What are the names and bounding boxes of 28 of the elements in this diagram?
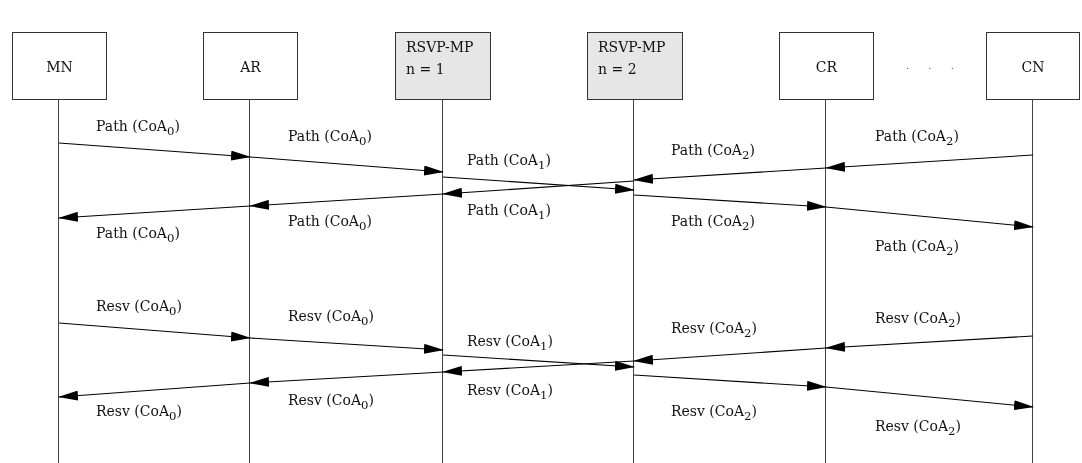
message-arrow bbox=[633, 194, 827, 211]
message-arrow bbox=[442, 180, 635, 198]
message-arrow bbox=[825, 154, 1034, 172]
message-arrow bbox=[58, 322, 251, 342]
participant-name: CN bbox=[1020, 59, 1046, 75]
participant-name: RSVP-MP bbox=[406, 39, 474, 55]
message-arrow bbox=[633, 374, 827, 391]
message-arrow bbox=[825, 335, 1034, 352]
message-arrow bbox=[58, 142, 251, 161]
participant-name: AR bbox=[239, 59, 262, 75]
message-arrow bbox=[58, 382, 251, 401]
message-arrow bbox=[633, 347, 827, 365]
participant-name: MN bbox=[45, 59, 74, 75]
message-arrow bbox=[825, 386, 1034, 411]
message-arrow bbox=[58, 205, 251, 222]
message-arrow bbox=[442, 354, 635, 371]
message-arrow bbox=[825, 206, 1034, 231]
message-arrow bbox=[249, 156, 444, 176]
message-arrow bbox=[442, 176, 635, 194]
participant-name: CR bbox=[814, 59, 839, 75]
message-arrow bbox=[249, 371, 444, 387]
participant-subtitle: n = 2 bbox=[598, 61, 637, 77]
message-arrow bbox=[249, 337, 444, 354]
message-arrow bbox=[633, 167, 827, 184]
message-arrow bbox=[442, 360, 635, 376]
participant-name: RSVP-MP bbox=[598, 39, 666, 55]
message-arrow bbox=[249, 193, 444, 210]
participant-subtitle: n = 1 bbox=[406, 61, 445, 77]
